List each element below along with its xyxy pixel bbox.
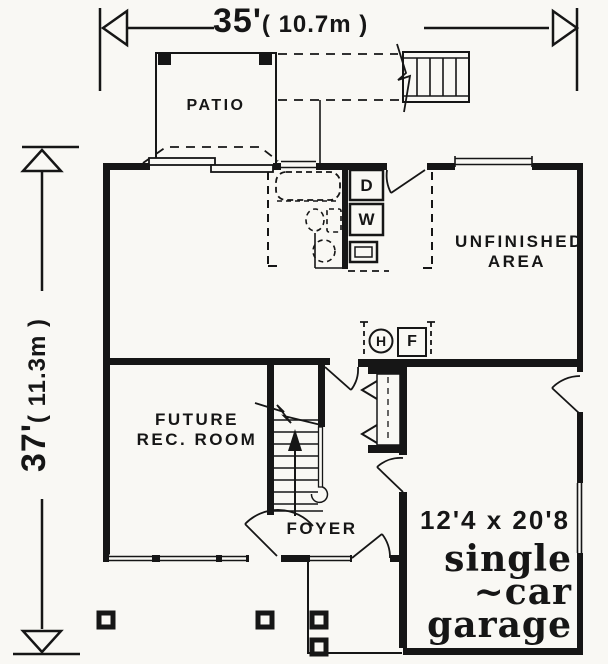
window-bottom-3	[222, 554, 246, 563]
garage-name-line2: ~car	[473, 571, 572, 613]
water-heater-circle	[368, 328, 394, 354]
window-top-2	[454, 156, 533, 167]
window-bottom-2	[160, 554, 216, 563]
future-bathroom	[267, 171, 433, 272]
window-garage-right	[575, 483, 585, 553]
patio-steps-dashed	[142, 146, 279, 164]
break-line	[254, 402, 322, 426]
left-dimension-metric: ( 11.3m )	[24, 318, 51, 424]
hall-garage-north-wall	[358, 359, 577, 367]
washer-box	[348, 202, 385, 237]
garage-man-door	[376, 457, 404, 493]
break-line	[396, 43, 412, 113]
top-dimension-feet: 35'	[213, 2, 262, 40]
doors	[244, 169, 581, 559]
porch-post	[309, 637, 329, 657]
closet-bottom-wall	[368, 445, 407, 453]
porch-post	[309, 610, 329, 630]
bifold-door	[360, 424, 378, 444]
bifold-door	[360, 380, 378, 400]
sliding-door	[148, 157, 274, 173]
up-arrow-head	[288, 429, 302, 451]
stair-right-wall	[318, 365, 325, 427]
patio-post	[259, 54, 272, 65]
porch-post	[96, 610, 116, 630]
closet-top-wall	[368, 366, 407, 374]
hall-door	[324, 366, 359, 391]
patio-outline	[142, 52, 279, 164]
front-porch	[96, 562, 402, 657]
toilet	[305, 208, 342, 233]
future-rec-room-label: FUTURE REC. ROOM	[128, 410, 266, 450]
dryer-box	[348, 168, 385, 202]
interior-walls	[110, 168, 577, 515]
furnace-label: F	[407, 333, 417, 350]
front-door-left	[244, 509, 314, 557]
patio-label: PATIO	[186, 97, 246, 114]
dryer-label: D	[360, 176, 373, 195]
dimension-line-left	[13, 145, 80, 656]
top-dimension-metric: ( 10.7m )	[261, 11, 369, 38]
water-heater-label: H	[375, 333, 387, 349]
future-rec-line2: REC. ROOM	[136, 430, 258, 449]
future-rec-line1: FUTURE	[155, 410, 239, 429]
garage-side-door	[551, 375, 581, 415]
sink	[312, 233, 342, 269]
dimension-line-top	[98, 8, 580, 91]
front-door-right	[351, 533, 391, 559]
handrail	[317, 426, 324, 488]
garage-size-label: 12'4 x 20'8	[419, 505, 570, 535]
laundry-tub	[348, 240, 379, 264]
unfinished-area-line1: UNFINISHED	[455, 232, 584, 251]
garage-name-label: single ~car garage	[396, 538, 572, 646]
garage-name-line3: garage	[427, 604, 572, 646]
unfinished-area-label: UNFINISHED AREA	[455, 232, 584, 272]
rec-room-north-wall	[110, 358, 330, 365]
closet	[360, 373, 401, 446]
rear-entry-door	[385, 169, 426, 194]
washer-label: W	[358, 210, 375, 229]
left-dimension-feet: 37'	[15, 423, 53, 472]
mechanical-nook	[360, 321, 435, 358]
foyer-label: FOYER	[286, 519, 358, 538]
unfinished-area-line2: AREA	[487, 252, 547, 271]
laundry	[348, 168, 385, 264]
handrail-curl	[310, 486, 329, 504]
porch-post	[255, 610, 275, 630]
top-dimension-label: 35'( 10.7m )	[213, 2, 368, 41]
window-bottom-4	[310, 554, 350, 563]
window-bottom-1	[109, 554, 152, 563]
interior-stairs	[254, 402, 329, 516]
bath-partition	[342, 168, 348, 269]
left-dimension-label: 37'( 11.3m )	[15, 290, 59, 500]
window-top-1	[281, 159, 316, 170]
bathtub	[275, 171, 341, 201]
garage-name-line1: single	[444, 538, 572, 580]
patio-post	[158, 54, 171, 65]
windows	[109, 156, 585, 563]
furnace-box	[397, 327, 427, 357]
stair-left-wall	[267, 365, 274, 515]
exterior-stairs	[278, 43, 470, 163]
